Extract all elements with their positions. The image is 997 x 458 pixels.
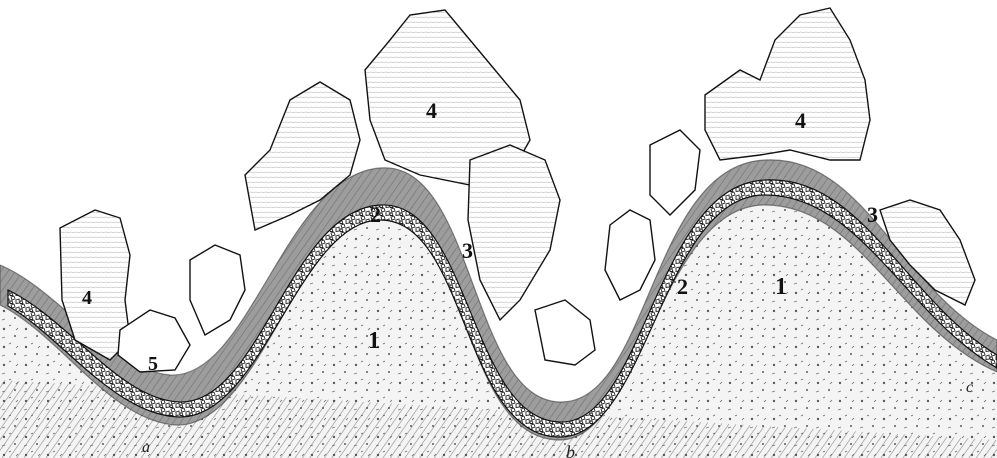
section-letter-a: a (142, 439, 150, 456)
label-layer-4-left: 4 (82, 287, 92, 309)
rock-block (535, 300, 595, 365)
label-layer-4-right: 4 (795, 108, 806, 133)
rock-block (650, 130, 700, 215)
section-letter-b: b (566, 442, 575, 458)
label-layer-1-right: 1 (775, 274, 787, 300)
label-layer-2-left: 2 (370, 202, 381, 227)
label-layer-1-center: 1 (368, 328, 380, 354)
rock-block (190, 245, 245, 335)
label-layer-5: 5 (148, 353, 158, 375)
label-layer-4-center: 4 (426, 98, 437, 123)
label-layer-2-right: 2 (677, 274, 688, 299)
label-layer-3-left: 3 (462, 238, 473, 263)
section-letter-c: c (966, 379, 973, 396)
label-layer-3-right: 3 (867, 202, 878, 227)
rock-block (605, 210, 655, 300)
